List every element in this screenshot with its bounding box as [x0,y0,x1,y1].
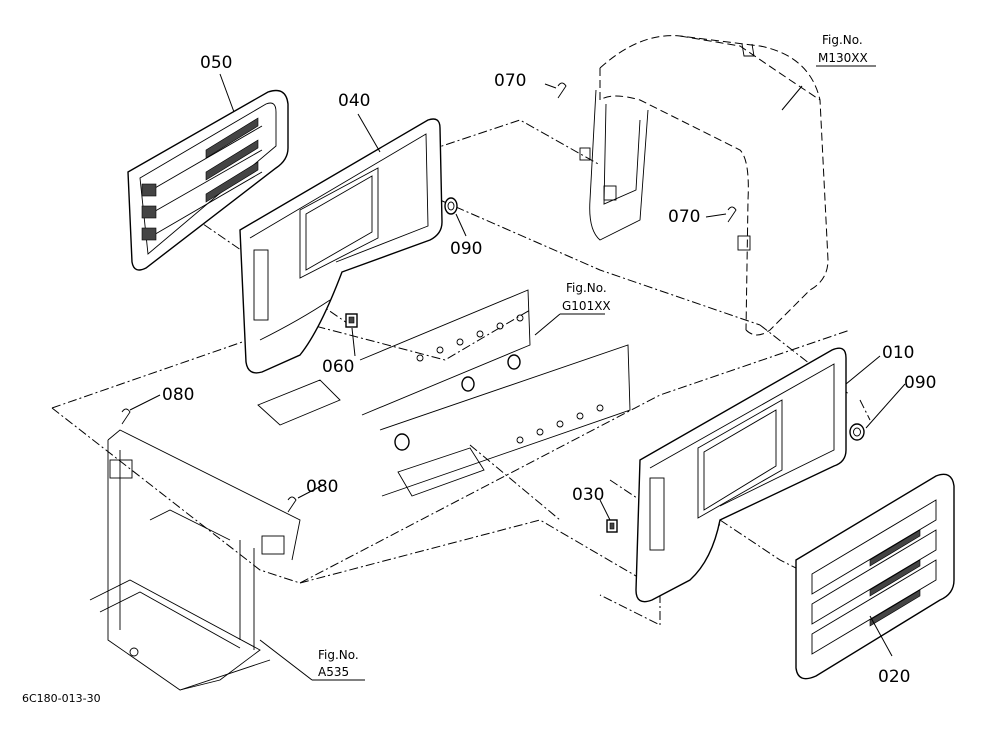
part-label-070-upper: 070 [494,71,526,91]
figure-ref-a535-title: Fig.No. [318,648,359,662]
part-label-020: 020 [878,667,910,687]
part-label-080-left: 080 [162,385,194,405]
part-020-right-grille [795,473,955,680]
part-080-pin-left [121,408,131,425]
part-030-clip [606,519,618,533]
figure-ref-a535: Fig.No. A535 [318,648,359,679]
part-070-pin-upper [557,82,567,99]
part-040-left-panel [239,118,443,374]
part-label-070-lower: 070 [668,207,700,227]
figure-ref-g101: Fig.No. G101XX [562,281,611,313]
part-060-clip [345,313,358,328]
part-label-080-right: 080 [306,477,338,497]
part-050-left-grille [127,89,289,271]
part-label-090-upper: 090 [450,239,482,259]
frame-plates [257,289,631,497]
part-090-nut-upper [444,197,458,215]
part-090-nut-lower [849,423,865,441]
part-070-pin-lower [727,206,737,223]
part-label-050: 050 [200,53,232,73]
part-label-060: 060 [322,357,354,377]
figure-ref-m130-number: M130XX [818,51,868,65]
leader-lines [129,65,906,681]
drawing-code: 6C180-013-30 [22,692,101,705]
hood-assembly [579,35,829,336]
figure-ref-g101-title: Fig.No. [566,281,607,295]
base-frame [89,429,301,691]
figure-ref-g101-number: G101XX [562,299,611,313]
part-label-010: 010 [882,343,914,363]
figure-ref-m130-title: Fig.No. [822,33,863,47]
figure-ref-m130: Fig.No. M130XX [818,33,868,65]
part-label-090-lower: 090 [904,373,936,393]
part-label-040: 040 [338,91,370,111]
part-label-group: 050 040 070 070 090 060 080 080 010 090 … [162,53,936,687]
figure-ref-a535-number: A535 [318,665,349,679]
part-label-030: 030 [572,485,604,505]
part-080-pin-right [287,496,297,513]
part-010-right-panel [635,347,847,603]
